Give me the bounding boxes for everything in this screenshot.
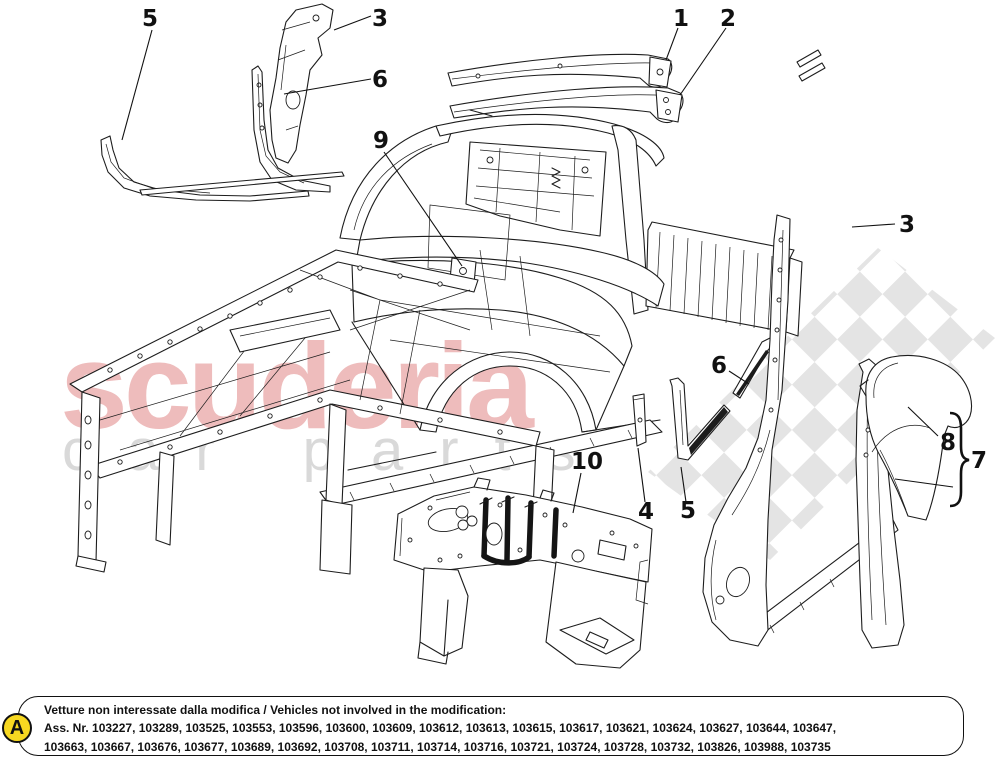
leader-lines — [121, 15, 970, 514]
callout-5-left[interactable]: 5 — [142, 6, 158, 32]
callout-4[interactable]: 4 — [638, 499, 654, 525]
callout-7[interactable]: 7 — [971, 448, 987, 474]
part-6-windscreen-side-rail-left — [251, 65, 331, 193]
callout-2[interactable]: 2 — [720, 6, 736, 32]
main-body-structure — [69, 113, 803, 575]
part-2-header-rail-inner — [449, 86, 684, 124]
note-assembly-numbers-line1: Ass. Nr. 103227, 103289, 103525, 103553,… — [44, 721, 837, 736]
part-7-b-pillar-inner-panel — [702, 214, 791, 647]
part-10-front-bulkhead — [393, 477, 653, 669]
callout-labels: 5 3 6 9 1 2 3 6 4 5 10 8 7 — [142, 6, 987, 525]
part-5-sill-end-rail — [669, 377, 731, 461]
note-assembly-numbers-line2: 103663, 103667, 103676, 103677, 103689, … — [44, 739, 831, 754]
callout-1[interactable]: 1 — [673, 6, 689, 32]
modification-note-text: Vetture non interessate dalla modifica /… — [44, 701, 956, 756]
callout-3-right[interactable]: 3 — [899, 212, 915, 238]
modification-note-box — [18, 696, 964, 756]
part-8-front-wing — [859, 354, 973, 521]
top-right-slivers — [796, 49, 826, 82]
part-4-strip — [632, 393, 647, 447]
callout-3-left[interactable]: 3 — [372, 6, 388, 32]
part-1-windscreen-header-rail — [447, 53, 673, 88]
part-3-a-pillar-inner-left — [269, 3, 334, 164]
callout-5-right[interactable]: 5 — [680, 498, 696, 524]
checkered-flag-watermark — [648, 248, 995, 560]
callout-8[interactable]: 8 — [940, 430, 956, 456]
note-badge-a: A — [2, 713, 32, 743]
callout-6-right[interactable]: 6 — [711, 353, 727, 379]
callout-9[interactable]: 9 — [373, 128, 389, 154]
part-5-sill-trim-rail-left — [100, 135, 345, 202]
note-title: Vetture non interessate dalla modifica /… — [44, 703, 507, 717]
bracket-7 — [949, 411, 970, 508]
callout-6-left[interactable]: 6 — [372, 67, 388, 93]
callout-10[interactable]: 10 — [571, 449, 603, 475]
